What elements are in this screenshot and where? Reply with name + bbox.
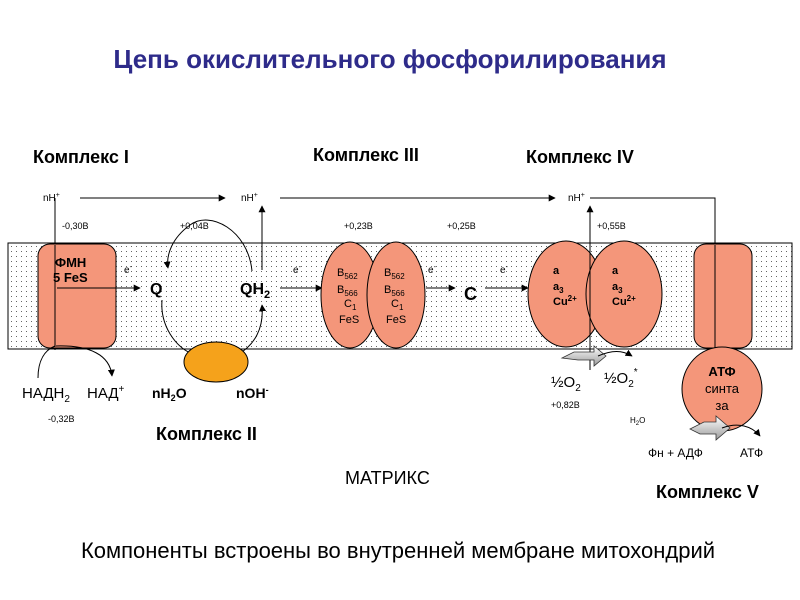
potential-label: +0,04В bbox=[180, 221, 209, 231]
proton-arrow-line bbox=[590, 197, 716, 265]
fes-3-label: FeS bbox=[386, 314, 406, 326]
half-oxygen-label: ½O2 bbox=[551, 374, 581, 394]
nadh-arrow bbox=[37, 345, 56, 379]
electron-label: e- bbox=[428, 264, 437, 276]
cyt-a-label: a bbox=[553, 265, 560, 277]
potential-label: -0,32В bbox=[48, 414, 75, 424]
water-small-label: H2O bbox=[630, 416, 645, 427]
hydroxide-label: nOH- bbox=[236, 385, 269, 401]
nad-arrow bbox=[55, 345, 115, 377]
potential-label: +0,82В bbox=[551, 400, 580, 410]
atp-synthase-label: АТФ bbox=[708, 364, 735, 379]
complex-5-channel bbox=[693, 243, 753, 349]
oxygen-arrow bbox=[560, 345, 607, 367]
potential-label: +0,25В bbox=[447, 221, 476, 231]
ubiquinone-label: Q bbox=[150, 281, 162, 298]
proton-label: nH+ bbox=[43, 192, 60, 204]
cyt-a3-label: a3 bbox=[612, 281, 623, 295]
complex-5-label: Комплекс V bbox=[656, 482, 759, 502]
fmn-label: ФМН bbox=[55, 255, 86, 270]
copper-label: Cu2+ bbox=[612, 294, 636, 308]
proton-label: nH+ bbox=[241, 192, 258, 204]
cyt-b566-label: B566 bbox=[384, 284, 405, 298]
atp-synthase-label: синта bbox=[705, 381, 740, 396]
potential-label: -0,30В bbox=[62, 221, 89, 231]
fes-3-label: FeS bbox=[339, 314, 359, 326]
water-label: nH2O bbox=[152, 385, 187, 403]
fes-label: 5 FeS bbox=[53, 270, 88, 285]
atp-synthesis-arrow bbox=[721, 424, 761, 437]
atp-synthesis-arrow bbox=[689, 415, 731, 441]
cyt-b566-label: B566 bbox=[337, 284, 358, 298]
complex-1-label: Комплекс I bbox=[33, 147, 129, 167]
complex-1-protein bbox=[37, 243, 117, 349]
complex-3-protein-right bbox=[366, 241, 426, 349]
complex-3-label: Комплекс III bbox=[313, 145, 419, 165]
ubiquinol-label: QH2 bbox=[240, 281, 270, 301]
cyt-b562-label: B562 bbox=[384, 267, 405, 281]
cyt-b562-label: B562 bbox=[337, 267, 358, 281]
atp-label: АТФ bbox=[740, 446, 763, 460]
atp-synthase-label: за bbox=[715, 398, 729, 413]
complex-2-label: Комплекс II bbox=[156, 424, 257, 444]
cyt-a3-label: a3 bbox=[553, 281, 564, 295]
potential-label: +0,23В bbox=[344, 221, 373, 231]
matrix-label: МАТРИКС bbox=[345, 468, 430, 488]
footer-caption: Компоненты встроены во внутренней мембра… bbox=[81, 538, 715, 563]
proton-label: nH+ bbox=[568, 192, 585, 204]
complex-4-protein-right bbox=[585, 240, 663, 348]
nad-label: НАД+ bbox=[87, 384, 125, 402]
cytochrome-c-label: C bbox=[464, 284, 477, 304]
copper-label: Cu2+ bbox=[553, 294, 577, 308]
complex-4-label: Комплекс IV bbox=[526, 147, 634, 167]
q-cycle-arrow bbox=[163, 219, 253, 272]
cyt-c1-label: C1 bbox=[344, 298, 357, 312]
electron-label: e- bbox=[500, 264, 509, 276]
half-oxygen-star-label: ½O2* bbox=[604, 367, 638, 390]
oxygen-arrow bbox=[597, 349, 633, 357]
electron-label: e- bbox=[124, 264, 133, 276]
complex-2-protein bbox=[183, 341, 249, 383]
page-title: Цепь окислительного фосфорилирования bbox=[113, 44, 666, 74]
phosphate-adp-label: Фн + АДФ bbox=[648, 446, 703, 460]
nadh-label: НАДН2 bbox=[22, 385, 70, 405]
potential-label: +0,55В bbox=[597, 221, 626, 231]
electron-label: e- bbox=[293, 264, 302, 276]
cyt-c1-label: C1 bbox=[391, 298, 404, 312]
cyt-a-label: a bbox=[612, 265, 619, 277]
